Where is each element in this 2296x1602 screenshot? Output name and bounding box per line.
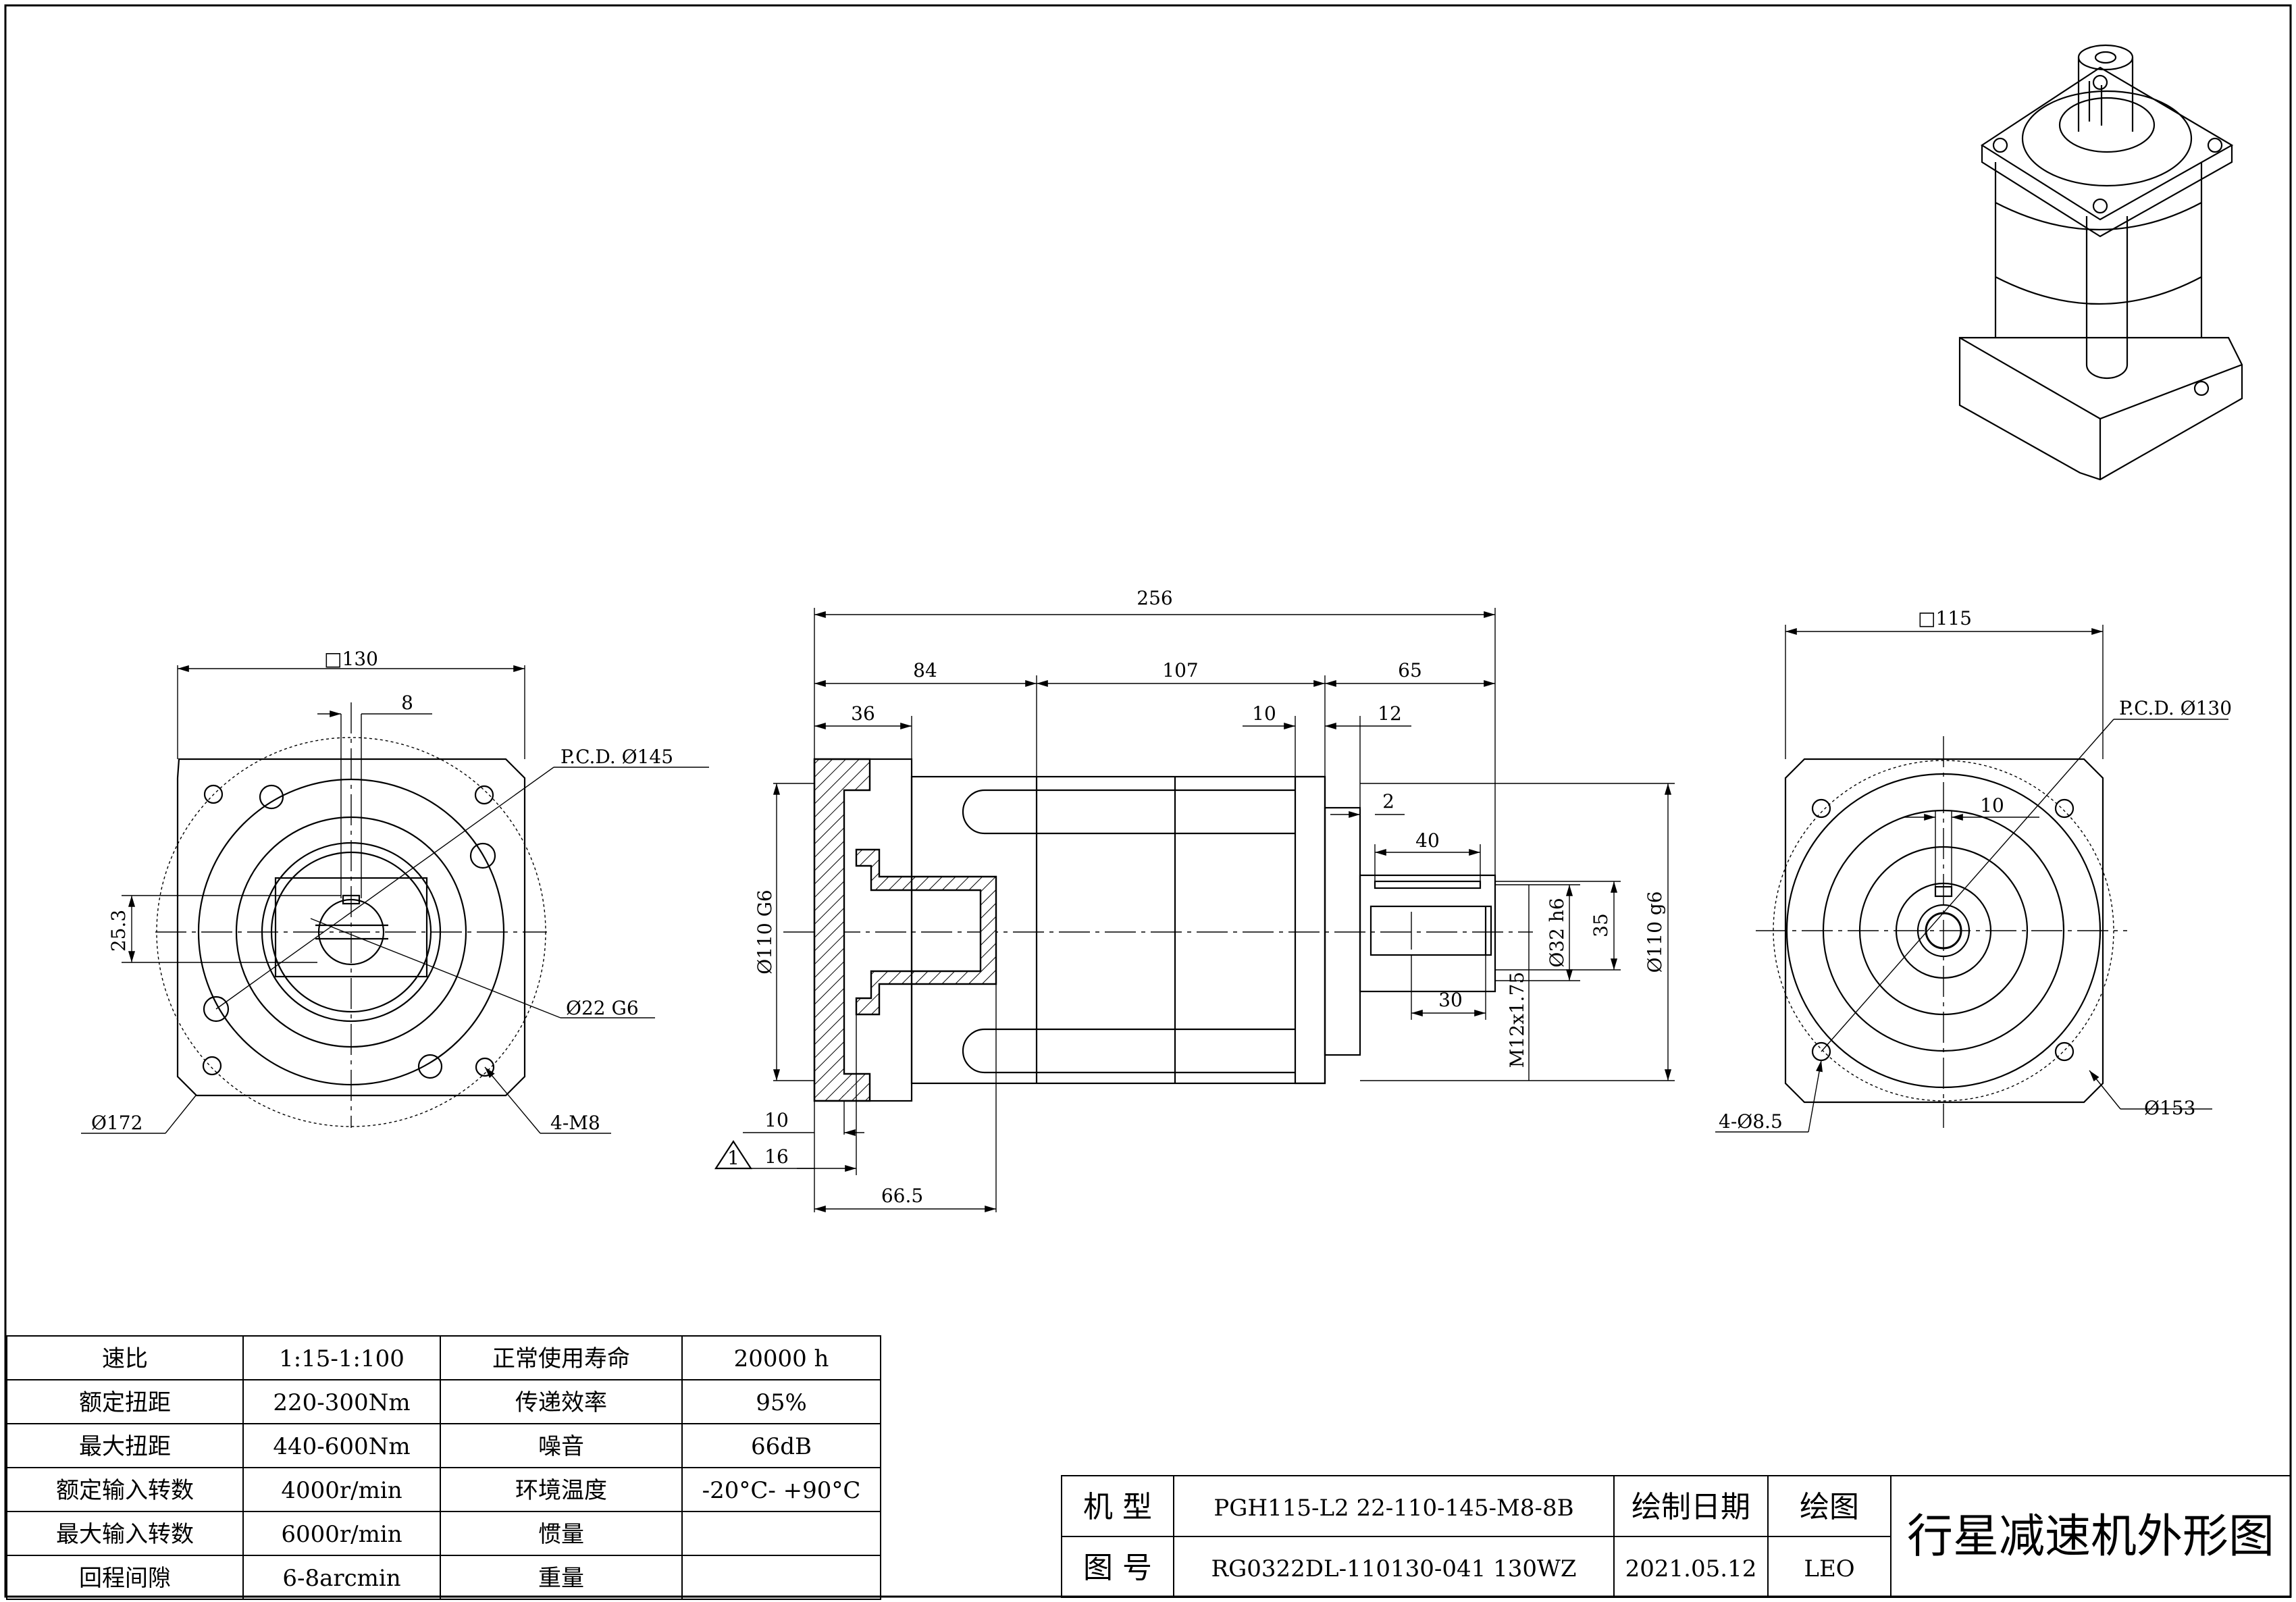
side-dim-665: 66.5 <box>881 1185 923 1207</box>
spec-row-5: 最大输入转数 6000r/min 惯量 <box>56 1521 584 1548</box>
side-flange-len: 36 <box>851 702 875 725</box>
drawer-label: 绘图 <box>1800 1490 1859 1524</box>
side-pilot-out: Ø110 g6 <box>1644 891 1666 973</box>
front-thread: 4-M8 <box>550 1112 600 1134</box>
date-label: 绘制日期 <box>1632 1490 1750 1524</box>
side-dim-10a: 10 <box>1252 702 1276 725</box>
side-thread: M12x1.75 <box>1506 972 1528 1068</box>
spec-label: 噪音 <box>538 1433 584 1460</box>
front-shaft: Ø22 G6 <box>566 997 639 1019</box>
front-view: □130 8 25.3 P.C.D. Ø145 Ø22 G6 Ø172 4-M8 <box>81 648 709 1134</box>
side-total-length: 256 <box>1137 587 1172 609</box>
spec-label: 最大扭距 <box>79 1433 171 1460</box>
side-thread-depth: 30 <box>1438 989 1463 1011</box>
side-seg3: 65 <box>1398 659 1422 681</box>
side-dim-10b: 10 <box>764 1109 789 1131</box>
rear-outer: Ø153 <box>2144 1097 2195 1119</box>
spec-label: 重量 <box>538 1565 584 1592</box>
side-dim-16: 16 <box>764 1145 789 1168</box>
rear-view: □115 P.C.D. Ø130 10 4-Ø8.5 Ø153 <box>1715 607 2232 1133</box>
date-value: 2021.05.12 <box>1625 1555 1757 1582</box>
side-datum-tri: 1 <box>727 1147 739 1169</box>
spec-label: 速比 <box>102 1345 148 1372</box>
spec-label: 正常使用寿命 <box>492 1345 630 1372</box>
front-key-width: 8 <box>401 692 413 714</box>
spec-value: -20°C- +90°C <box>702 1477 861 1504</box>
spec-value: 220-300Nm <box>273 1389 410 1416</box>
rear-key-width: 10 <box>1980 794 2004 817</box>
front-outer: Ø172 <box>91 1112 142 1134</box>
side-key-len: 40 <box>1415 829 1440 852</box>
drawing-no-label: 图 号 <box>1083 1551 1152 1585</box>
spec-row-4: 额定输入转数 4000r/min 环境温度 -20°C- +90°C <box>56 1477 860 1504</box>
spec-value: 66dB <box>751 1433 812 1460</box>
spec-value: 6-8arcmin <box>282 1565 400 1592</box>
side-dim-12: 12 <box>1378 702 1402 725</box>
spec-label: 传递效率 <box>515 1389 607 1416</box>
spec-value: 440-600Nm <box>273 1433 410 1460</box>
isometric-view <box>1958 44 2243 481</box>
rear-pcd: P.C.D. Ø130 <box>2119 697 2232 719</box>
spec-label: 回程间隙 <box>79 1565 171 1592</box>
spec-row-1: 速比 1:15-1:100 正常使用寿命 20000 h <box>102 1345 829 1372</box>
spec-value: 6000r/min <box>281 1521 402 1548</box>
spec-value: 20000 h <box>734 1345 829 1372</box>
spec-row-6: 回程间隙 6-8arcmin 重量 <box>79 1565 584 1592</box>
side-seg1: 84 <box>913 659 937 681</box>
side-seg2: 107 <box>1162 659 1198 681</box>
model-label: 机 型 <box>1083 1490 1152 1524</box>
spec-value: 4000r/min <box>281 1477 402 1504</box>
model-value: PGH115-L2 22-110-145-M8-8B <box>1214 1495 1573 1522</box>
side-key-h: 35 <box>1590 913 1612 937</box>
spec-table: 速比 1:15-1:100 正常使用寿命 20000 h 额定扭距 220-30… <box>6 1335 881 1600</box>
spec-label: 环境温度 <box>515 1477 607 1504</box>
side-view: 256 84 107 65 36 10 12 2 40 30 Ø110 G6 <box>714 587 1675 1213</box>
title-block: 机 型 PGH115-L2 22-110-145-M8-8B 绘制日期 绘图 图… <box>1061 1475 2291 1598</box>
rear-hole: 4-Ø8.5 <box>1719 1110 1783 1133</box>
drawer-value: LEO <box>1804 1555 1854 1582</box>
spec-value: 95% <box>756 1389 807 1416</box>
spec-label: 额定输入转数 <box>56 1477 194 1504</box>
side-shaft-out: Ø32 h6 <box>1546 898 1568 967</box>
drawing-title: 行星减速机外形图 <box>1907 1510 2274 1564</box>
spec-value: 1:15-1:100 <box>279 1345 405 1372</box>
spec-label: 额定扭距 <box>79 1389 171 1416</box>
side-dim-2: 2 <box>1382 790 1394 812</box>
spec-row-3: 最大扭距 440-600Nm 噪音 66dB <box>79 1433 812 1460</box>
side-pilot-in: Ø110 G6 <box>754 889 776 974</box>
front-square-dim: □130 <box>324 648 378 670</box>
rear-square-dim: □115 <box>1918 607 1972 629</box>
spec-label: 最大输入转数 <box>56 1521 194 1548</box>
spec-row-2: 额定扭距 220-300Nm 传递效率 95% <box>79 1389 807 1416</box>
spec-label: 惯量 <box>538 1521 584 1548</box>
drawing-no-value: RG0322DL-110130-041 130WZ <box>1211 1555 1576 1582</box>
front-pcd: P.C.D. Ø145 <box>560 746 673 768</box>
front-key-height: 25.3 <box>107 910 130 952</box>
